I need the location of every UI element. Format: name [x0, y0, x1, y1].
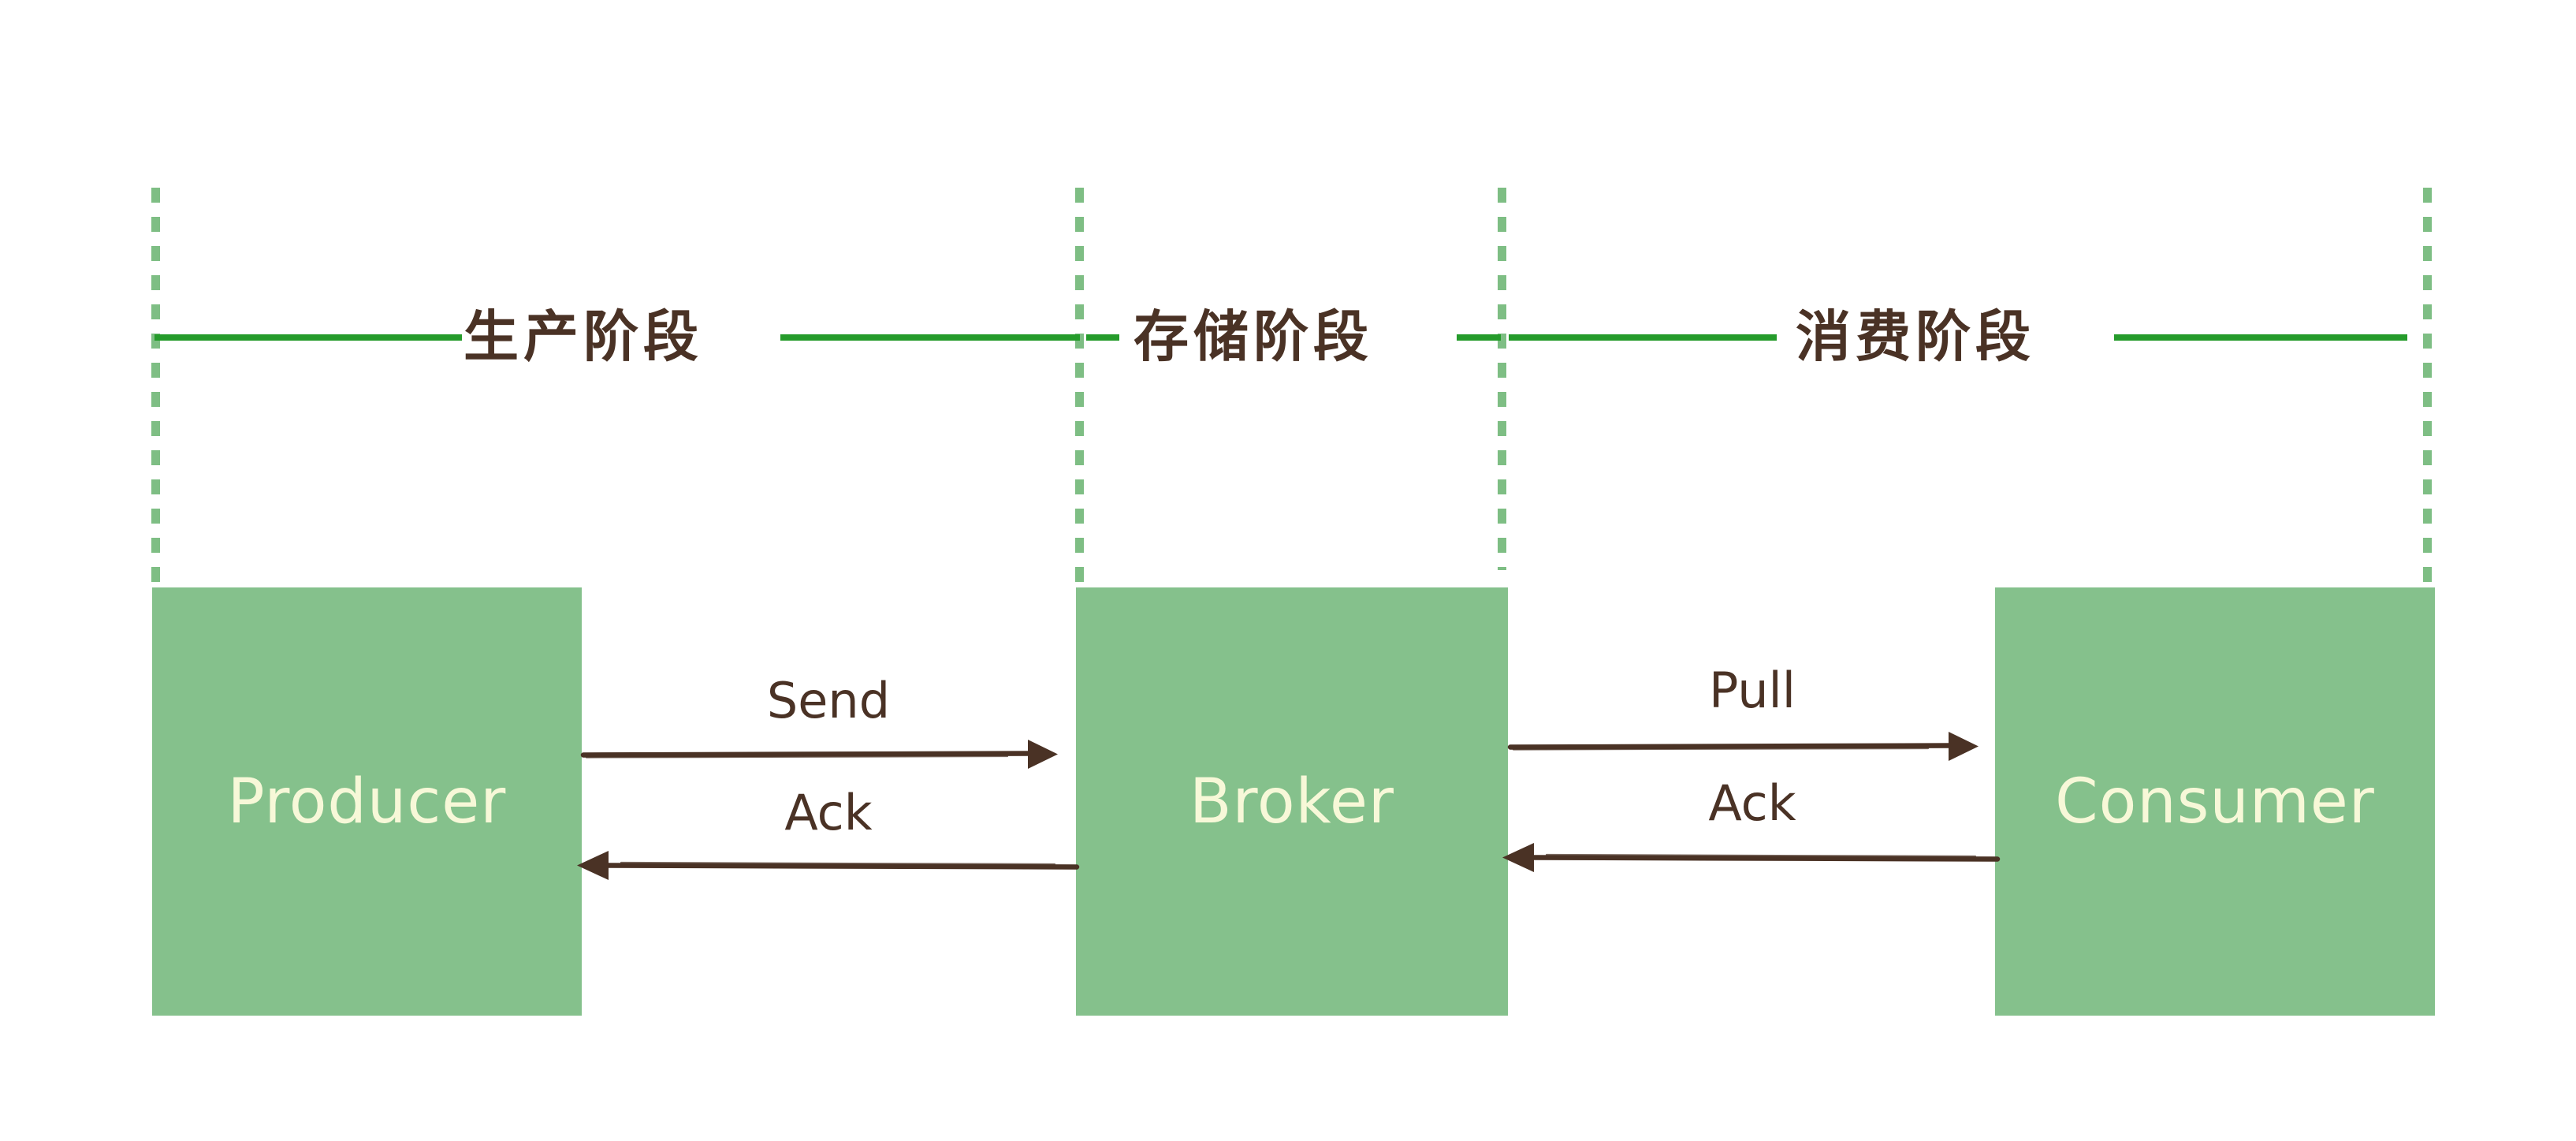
message-label-pull: Pull	[1708, 662, 1796, 719]
node-producer-label: Producer	[227, 766, 507, 837]
phase-rule-store-right	[1457, 334, 1501, 341]
lifeline-divider-right	[2423, 188, 2432, 590]
message-label-ack-right: Ack	[1708, 774, 1796, 832]
arrow-ack-left-glyph	[577, 851, 1080, 880]
phase-rule-consume-right	[2114, 334, 2407, 341]
lifeline-divider-left	[151, 188, 160, 590]
node-consumer[interactable]: Consumer	[1995, 587, 2435, 1016]
phase-label-produce: 生产阶段	[463, 304, 703, 369]
arrow-pull-glyph	[1507, 732, 1979, 761]
message-label-send: Send	[766, 672, 891, 729]
arrow-ack-right-glyph	[1502, 843, 2001, 872]
arrow-ack-left	[566, 844, 1080, 888]
lifeline-divider-broker-right	[1498, 188, 1506, 570]
message-label-ack-left: Ack	[784, 784, 873, 841]
phase-rule-produce-left	[154, 334, 462, 341]
phase-rule-store-left	[1086, 334, 1119, 341]
arrow-send-glyph	[580, 740, 1058, 769]
phase-label-consume: 消费阶段	[1796, 304, 2035, 369]
arrow-send	[580, 733, 1078, 777]
phase-rule-consume-left	[1509, 334, 1777, 341]
node-broker[interactable]: Broker	[1076, 587, 1508, 1016]
lifeline-divider-broker-left	[1075, 188, 1084, 590]
node-producer[interactable]: Producer	[152, 587, 582, 1016]
arrow-ack-right	[1490, 836, 2001, 880]
node-broker-label: Broker	[1189, 766, 1395, 837]
phase-rule-produce-right	[780, 334, 1080, 341]
arrow-pull	[1507, 725, 1999, 770]
phase-label-store: 存储阶段	[1134, 304, 1373, 369]
node-consumer-label: Consumer	[2055, 766, 2375, 837]
